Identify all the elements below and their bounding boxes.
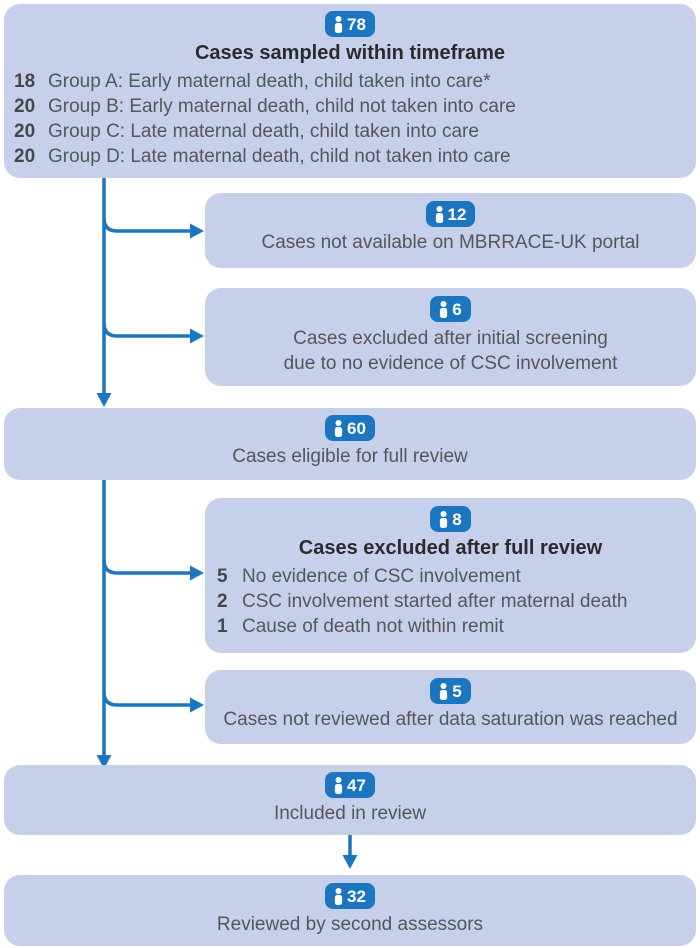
person-icon xyxy=(334,15,343,33)
list-item: 5 No evidence of CSC involvement xyxy=(217,564,696,589)
box-title: Cases excluded after full review xyxy=(298,537,603,559)
person-icon xyxy=(334,887,343,905)
count-badge-eligible: 60 xyxy=(325,415,375,441)
branch-excluded-full xyxy=(102,559,191,575)
badge-count: 12 xyxy=(447,204,467,224)
count-badge-excluded-screening: 6 xyxy=(430,296,471,322)
person-icon xyxy=(440,300,448,318)
box-text: Cases not reviewed after data saturation… xyxy=(223,709,678,730)
branch-excluded-screening xyxy=(102,322,191,338)
arrowhead-not-available xyxy=(190,223,204,239)
box-title: Cases sampled within timeframe xyxy=(194,42,506,64)
item-count: 20 xyxy=(14,121,36,142)
badge-count: 32 xyxy=(347,886,366,906)
badge-count: 60 xyxy=(347,418,366,438)
box-text: Cases not available on MBRRACE-UK portal xyxy=(261,232,640,253)
count-badge-excluded-full: 8 xyxy=(430,506,471,532)
box-excluded-full-review: 8 Cases excluded after full review 5 No … xyxy=(205,498,696,653)
list-item: 20 Group D: Late maternal death, child n… xyxy=(14,144,696,169)
item-label: CSC involvement started after maternal d… xyxy=(242,591,628,612)
item-count: 18 xyxy=(14,71,36,92)
person-icon xyxy=(435,205,443,223)
count-badge-sampled: 78 xyxy=(325,11,375,37)
item-count: 5 xyxy=(217,566,228,587)
list-item: 20 Group B: Early maternal death, child … xyxy=(14,94,696,119)
count-badge-included: 47 xyxy=(325,772,375,798)
box-not-available: 12 Cases not available on MBRRACE-UK por… xyxy=(205,193,696,268)
exclusion-list: 5 No evidence of CSC involvement 2 CSC i… xyxy=(205,564,696,639)
arrowhead-down-included xyxy=(96,755,112,769)
person-icon xyxy=(334,419,343,437)
branch-not-available xyxy=(102,217,191,233)
list-item: 1 Cause of death not within remit xyxy=(217,614,696,639)
branch-not-reviewed xyxy=(102,691,191,707)
item-count: 2 xyxy=(217,591,228,612)
box-included: 47 Included in review xyxy=(4,765,696,835)
box-not-reviewed: 5 Cases not reviewed after data saturati… xyxy=(205,670,696,744)
item-label: Cause of death not within remit xyxy=(242,616,504,637)
count-badge-not-available: 12 xyxy=(425,201,476,227)
item-count: 20 xyxy=(14,146,36,167)
item-label: Group A: Early maternal death, child tak… xyxy=(48,71,491,92)
item-label: Group D: Late maternal death, child not … xyxy=(48,146,511,167)
badge-count: 8 xyxy=(452,509,462,529)
list-item: 18 Group A: Early maternal death, child … xyxy=(14,69,696,94)
box-text-line1: Cases excluded after initial screening xyxy=(293,328,608,349)
box-text: Reviewed by second assessors xyxy=(216,914,484,935)
box-eligible: 60 Cases eligible for full review xyxy=(4,408,696,480)
group-list: 18 Group A: Early maternal death, child … xyxy=(4,69,696,169)
person-icon xyxy=(334,776,343,794)
arrowhead-not-reviewed xyxy=(190,697,204,713)
list-item: 2 CSC involvement started after maternal… xyxy=(217,589,696,614)
box-text: Included in review xyxy=(273,803,427,824)
box-cases-sampled: 78 Cases sampled within timeframe 18 Gro… xyxy=(4,4,696,178)
arrowhead-excluded-full xyxy=(190,565,204,581)
arrowhead-down-eligible xyxy=(96,393,112,407)
arrowhead-down-second xyxy=(342,855,358,869)
box-text: Cases eligible for full review xyxy=(232,446,468,467)
arrowhead-excluded-screening xyxy=(190,328,204,344)
badge-count: 47 xyxy=(347,775,366,795)
count-badge-not-reviewed: 5 xyxy=(430,678,471,704)
badge-count: 6 xyxy=(452,299,462,319)
box-second-assessors: 32 Reviewed by second assessors xyxy=(4,875,696,946)
item-label: Group B: Early maternal death, child not… xyxy=(48,96,516,117)
count-badge-second: 32 xyxy=(325,883,375,909)
item-count: 1 xyxy=(217,616,228,637)
list-item: 20 Group C: Late maternal death, child t… xyxy=(14,119,696,144)
badge-count: 78 xyxy=(347,14,366,34)
item-label: Group C: Late maternal death, child take… xyxy=(48,121,479,142)
box-excluded-screening: 6 Cases excluded after initial screening… xyxy=(205,288,696,386)
item-label: No evidence of CSC involvement xyxy=(242,566,521,587)
item-count: 20 xyxy=(14,96,36,117)
badge-count: 5 xyxy=(452,681,462,701)
person-icon xyxy=(440,682,448,700)
box-text-line2: due to no evidence of CSC involvement xyxy=(283,353,618,374)
person-icon xyxy=(440,510,448,528)
